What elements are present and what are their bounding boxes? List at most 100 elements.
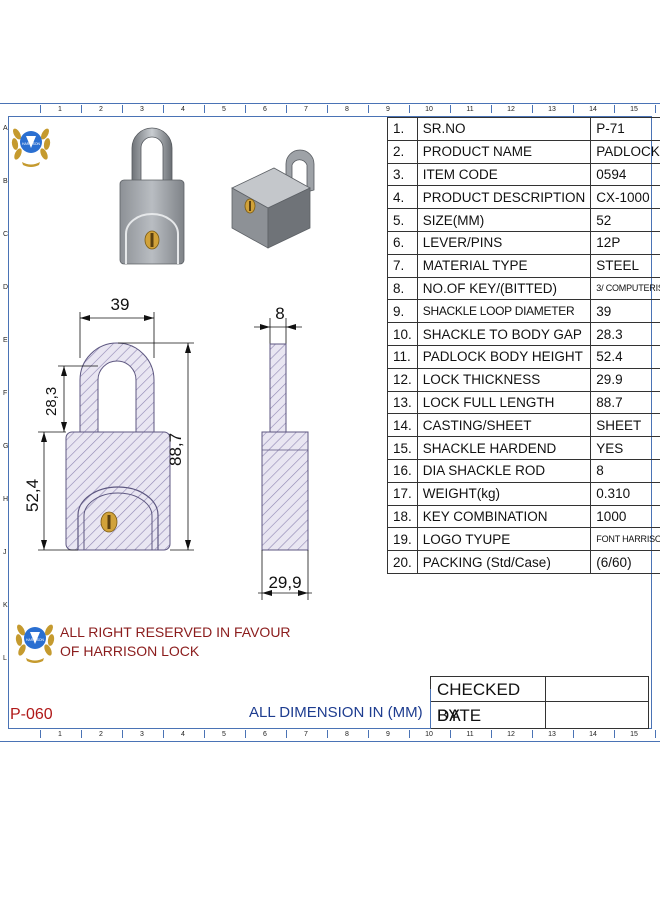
harrison-logo-icon: HARRISON [11, 128, 51, 167]
dim-full-length: 88,7 [166, 433, 185, 466]
spec-no: 12. [387, 367, 418, 392]
ruler-number: 15 [630, 106, 638, 113]
spec-label: CASTING/SHEET [416, 413, 592, 438]
ruler-letter: B [3, 178, 8, 185]
spec-value: 29.9 [590, 367, 660, 392]
spec-row: 5.SIZE(MM)52 [387, 208, 660, 232]
front-view-drawing: 39 28,3 88,7 52,4 [23, 295, 194, 551]
ruler-number: 4 [181, 731, 185, 738]
ruler-number: 10 [425, 731, 433, 738]
ruler-tick [409, 730, 410, 738]
ruler-number: 12 [507, 731, 515, 738]
ruler-tick [409, 105, 410, 113]
ruler-letter: A [3, 125, 8, 132]
ruler-tick [532, 105, 533, 113]
spec-label: SR.NO [416, 117, 592, 141]
frame-top [0, 103, 660, 104]
spec-label: PADLOCK BODY HEIGHT [416, 344, 592, 369]
spec-label: ITEM CODE [416, 162, 592, 187]
ruler-number: 7 [304, 731, 308, 738]
spec-value: PADLOCK [590, 139, 660, 164]
block-divider [430, 689, 431, 729]
ruler-number: 2 [99, 731, 103, 738]
ruler-number: 13 [548, 731, 556, 738]
spec-value: 39 [590, 299, 660, 324]
ruler-tick [163, 730, 164, 738]
ruler-number: 2 [99, 106, 103, 113]
ruler-tick [614, 105, 615, 113]
ruler-number: 15 [630, 731, 638, 738]
dim-rod-dia: 8 [275, 304, 284, 323]
ruler-letter: C [3, 231, 9, 238]
ruler-tick [491, 105, 492, 113]
frame-top-inner [8, 116, 652, 117]
ruler-tick [614, 730, 615, 738]
spec-no: 13. [387, 390, 418, 415]
spec-label: LEVER/PINS [416, 230, 592, 255]
padlock-front-render [119, 127, 185, 265]
spec-label: PACKING (Std/Case) [416, 550, 592, 574]
spec-label: SHACKLE LOOP DIAMETER [416, 299, 592, 324]
spec-no: 9. [387, 299, 418, 324]
logo-text-bottom: HARRISON [26, 638, 44, 642]
ruler-tick [286, 730, 287, 738]
spec-label: WEIGHT(kg) [416, 481, 592, 506]
ruler-tick [327, 105, 328, 113]
ruler-tick [122, 730, 123, 738]
spec-value: STEEL [590, 253, 660, 278]
ruler-tick [450, 730, 451, 738]
ruler-tick [532, 730, 533, 738]
spec-no: 17. [387, 481, 418, 506]
spec-value: 3/ COMPUTERISED [590, 276, 660, 301]
spec-label: KEY COMBINATION [416, 504, 592, 529]
spec-no: 7. [387, 253, 418, 278]
drawing-code: P-060 [10, 706, 53, 723]
ruler-number: 3 [140, 731, 144, 738]
ruler-letter: G [3, 443, 9, 450]
ruler-tick [368, 105, 369, 113]
rights-line-1: ALL RIGHT RESERVED IN FAVOUR [60, 624, 291, 640]
spec-label: MATERIAL TYPE [416, 253, 592, 278]
spec-value: 8 [590, 458, 660, 483]
ruler-number: 4 [181, 106, 185, 113]
ruler-tick [81, 105, 82, 113]
frame-bottom-inner [8, 728, 652, 729]
spec-label: PRODUCT NAME [416, 139, 592, 164]
ruler-number: 8 [345, 106, 349, 113]
ruler-number: 7 [304, 106, 308, 113]
spec-value: SHEET [590, 413, 660, 438]
ruler-letter: H [3, 496, 9, 503]
spec-value: 52 [590, 208, 660, 232]
side-view-drawing: 8 29,9 [254, 304, 312, 600]
spec-label: SHACKLE TO BODY GAP [416, 322, 592, 346]
spec-value: 0594 [590, 162, 660, 187]
spec-value: 28.3 [590, 322, 660, 346]
ruler-number: 5 [222, 106, 226, 113]
ruler-tick [163, 105, 164, 113]
spec-no: 5. [387, 208, 418, 232]
spec-row: 17.WEIGHT(kg)0.310 [387, 481, 660, 506]
date-value [545, 701, 649, 729]
spec-label: PRODUCT DESCRIPTION [416, 185, 592, 210]
spec-label: SIZE(MM) [416, 208, 592, 232]
ruler-tick [327, 730, 328, 738]
ruler-number: 14 [589, 731, 597, 738]
ruler-letter: K [3, 602, 8, 609]
spec-no: 20. [387, 550, 418, 574]
ruler-tick [40, 105, 41, 113]
spec-no: 1. [387, 117, 418, 141]
spec-value: 0.310 [590, 481, 660, 506]
